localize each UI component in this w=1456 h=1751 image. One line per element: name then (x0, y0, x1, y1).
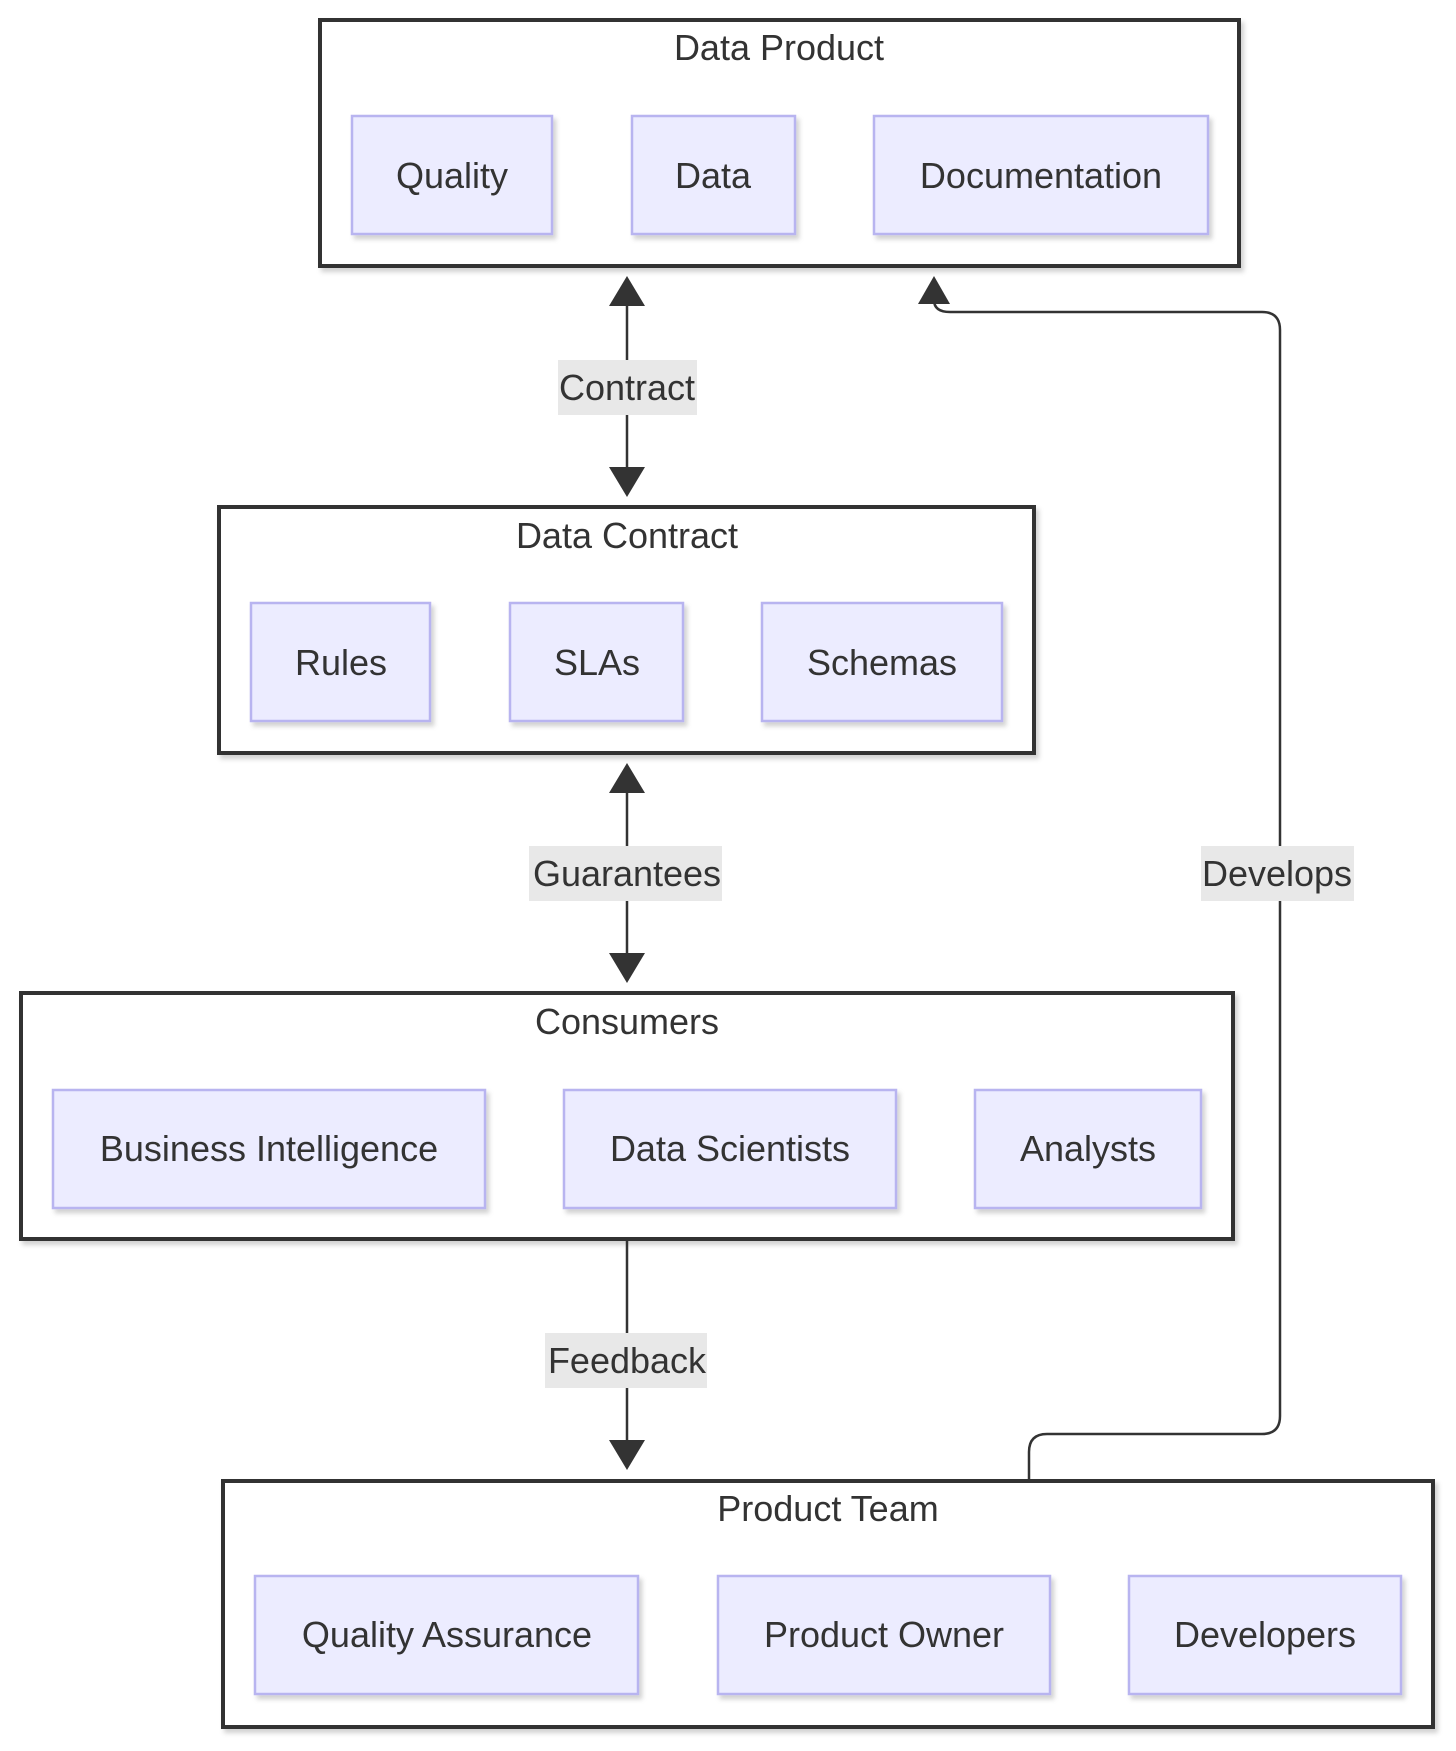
node-slas-box[interactable] (508, 601, 685, 723)
edge-guarantees-arrow-down (609, 953, 645, 983)
node-analysts[interactable]: Analysts (973, 1088, 1203, 1210)
node-product-owner-label: Product Owner (764, 1614, 1004, 1655)
node-business-intelligence[interactable]: Business Intelligence (51, 1088, 487, 1210)
edge-develops-arrow-up (918, 276, 950, 304)
node-data-label: Data (675, 155, 752, 196)
node-developers-label: Developers (1174, 1614, 1356, 1655)
node-rules[interactable]: Rules (249, 601, 432, 723)
edge-feedback: Feedback (545, 1241, 707, 1470)
edge-contract-arrow-up (609, 276, 645, 306)
node-quality-assurance-label: Quality Assurance (302, 1614, 592, 1655)
edge-develops-line (932, 299, 1282, 1479)
group-consumers-title: Consumers (535, 1001, 719, 1042)
edge-feedback-label: Feedback (548, 1340, 707, 1381)
edge-guarantees-label-bg (529, 846, 722, 901)
node-data[interactable]: Data (630, 114, 797, 236)
node-business-intelligence-label: Business Intelligence (100, 1128, 438, 1169)
node-documentation-box[interactable] (872, 114, 1210, 236)
node-data-scientists[interactable]: Data Scientists (562, 1088, 898, 1210)
edge-guarantees-arrow-up (609, 763, 645, 793)
node-data-scientists-box[interactable] (562, 1088, 898, 1210)
node-documentation[interactable]: Documentation (872, 114, 1210, 236)
group-data-contract: Data Contract Rules SLAs Schemas (217, 505, 1036, 755)
node-slas[interactable]: SLAs (508, 601, 685, 723)
edge-develops-label: Develops (1202, 853, 1352, 894)
node-product-owner[interactable]: Product Owner (716, 1574, 1052, 1696)
node-rules-box[interactable] (249, 601, 432, 723)
group-product-team: Product Team Quality Assurance Product O… (221, 1479, 1435, 1729)
edge-contract-arrow-down (609, 467, 645, 497)
group-data-contract-title: Data Contract (516, 515, 738, 556)
node-schemas-box[interactable] (760, 601, 1004, 723)
edge-feedback-arrow-down (609, 1440, 645, 1470)
node-schemas-label: Schemas (807, 642, 957, 683)
edge-guarantees: Guarantees (529, 763, 722, 983)
node-analysts-label: Analysts (1020, 1128, 1156, 1169)
group-data-product: Data Product Quality Data Documentation (318, 18, 1241, 268)
node-rules-label: Rules (295, 642, 387, 683)
edge-develops: Develops (918, 276, 1354, 1479)
node-analysts-box[interactable] (973, 1088, 1203, 1210)
node-quality-assurance-box[interactable] (253, 1574, 640, 1696)
node-business-intelligence-box[interactable] (51, 1088, 487, 1210)
node-developers[interactable]: Developers (1127, 1574, 1403, 1696)
group-data-product-title: Data Product (674, 27, 884, 68)
edge-contract-label: Contract (559, 367, 695, 408)
edge-contract: Contract (558, 276, 697, 497)
node-slas-label: SLAs (554, 642, 640, 683)
group-product-team-title: Product Team (717, 1488, 938, 1529)
node-quality-assurance[interactable]: Quality Assurance (253, 1574, 640, 1696)
node-schemas[interactable]: Schemas (760, 601, 1004, 723)
node-data-scientists-label: Data Scientists (610, 1128, 850, 1169)
node-quality-box[interactable] (350, 114, 554, 236)
node-quality-label: Quality (396, 155, 508, 196)
edge-develops-label-bg (1201, 846, 1354, 901)
group-consumers: Consumers Business Intelligence Data Sci… (19, 991, 1235, 1241)
edge-contract-label-bg (558, 360, 697, 415)
node-quality[interactable]: Quality (350, 114, 554, 236)
node-product-owner-box[interactable] (716, 1574, 1052, 1696)
node-data-box[interactable] (630, 114, 797, 236)
node-documentation-label: Documentation (920, 155, 1162, 196)
edge-feedback-label-bg (545, 1333, 707, 1388)
node-developers-box[interactable] (1127, 1574, 1403, 1696)
edge-guarantees-label: Guarantees (533, 853, 721, 894)
